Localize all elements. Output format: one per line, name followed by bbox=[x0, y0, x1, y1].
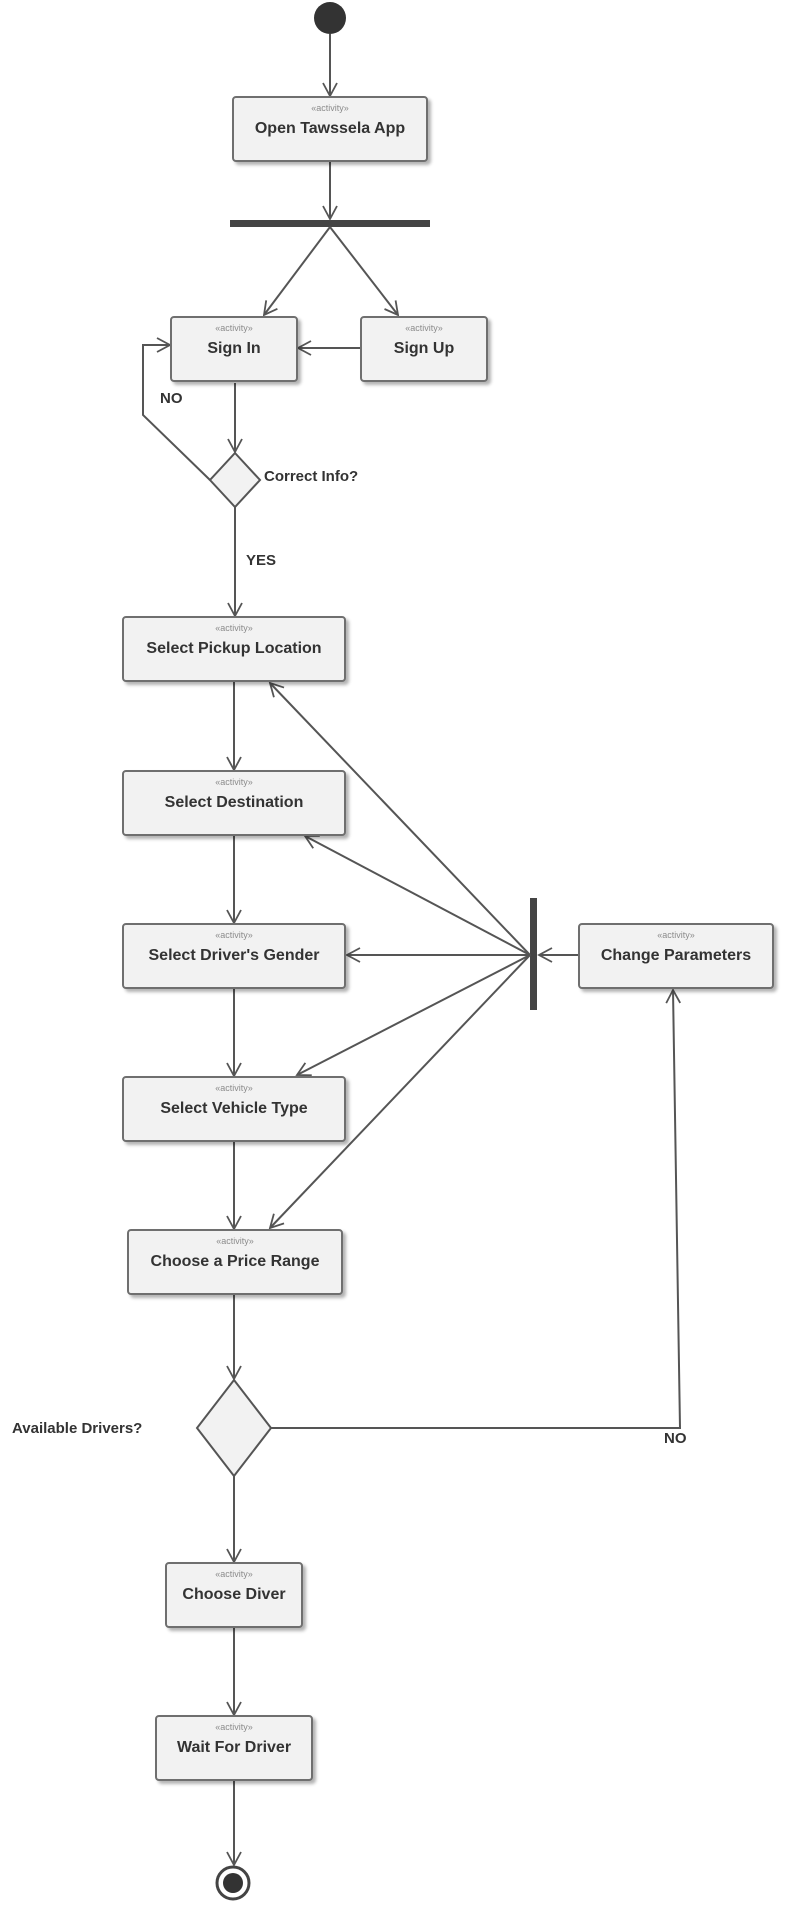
activity-wait-driver: «activity» Wait For Driver bbox=[155, 1715, 313, 1781]
activity-label: Sign In bbox=[207, 340, 261, 357]
activity-select-vehicle: «activity» Select Vehicle Type bbox=[122, 1076, 346, 1142]
arrow-lines bbox=[142, 34, 682, 1867]
activity-label: Choose Diver bbox=[182, 1586, 286, 1603]
decision-correct-info bbox=[208, 451, 262, 509]
guard-label-no-drivers: NO bbox=[664, 1430, 687, 1447]
activity-label: Choose a Price Range bbox=[150, 1253, 320, 1270]
fork-bar-top bbox=[230, 220, 430, 227]
stereotype-label: «activity» bbox=[215, 323, 253, 333]
activity-label: Select Vehicle Type bbox=[160, 1100, 308, 1117]
activity-change-parameters: «activity» Change Parameters bbox=[578, 923, 774, 989]
activity-choose-price: «activity» Choose a Price Range bbox=[127, 1229, 343, 1295]
decision-label-available-drivers: Available Drivers? bbox=[12, 1420, 143, 1437]
activity-sign-in: «activity» Sign In bbox=[170, 316, 298, 382]
decision-available-drivers bbox=[195, 1378, 273, 1478]
stereotype-label: «activity» bbox=[311, 103, 349, 113]
initial-node bbox=[314, 2, 346, 34]
activity-open-app: «activity» Open Tawssela App bbox=[232, 96, 428, 162]
stereotype-label: «activity» bbox=[215, 1569, 253, 1579]
activity-sign-up: «activity» Sign Up bbox=[360, 316, 488, 382]
activity-label: Open Tawssela App bbox=[254, 120, 406, 137]
fork-bar-vertical bbox=[530, 898, 537, 1010]
stereotype-label: «activity» bbox=[657, 930, 695, 940]
activity-label: Sign Up bbox=[393, 340, 455, 357]
activity-label: Change Parameters bbox=[600, 947, 752, 964]
final-node bbox=[215, 1865, 251, 1901]
activity-select-pickup: «activity» Select Pickup Location bbox=[122, 616, 346, 682]
stereotype-label: «activity» bbox=[215, 930, 253, 940]
stereotype-label: «activity» bbox=[405, 323, 443, 333]
guard-label-yes-login: YES bbox=[246, 552, 277, 569]
activity-label: Wait For Driver bbox=[176, 1739, 292, 1756]
activity-select-destination: «activity» Select Destination bbox=[122, 770, 346, 836]
activity-label: Select Pickup Location bbox=[146, 640, 322, 657]
stereotype-label: «activity» bbox=[215, 1722, 253, 1732]
activity-choose-driver: «activity» Choose Diver bbox=[165, 1562, 303, 1628]
stereotype-label: «activity» bbox=[215, 1083, 253, 1093]
stereotype-label: «activity» bbox=[215, 777, 253, 787]
decision-label-correct-info: Correct Info? bbox=[264, 468, 359, 485]
activity-select-gender: «activity» Select Driver's Gender bbox=[122, 923, 346, 989]
stereotype-label: «activity» bbox=[215, 623, 253, 633]
stereotype-label: «activity» bbox=[216, 1236, 254, 1246]
activity-label: Select Destination bbox=[164, 794, 304, 811]
guard-label-no-login: NO bbox=[160, 390, 183, 407]
activity-label: Select Driver's Gender bbox=[148, 947, 320, 964]
